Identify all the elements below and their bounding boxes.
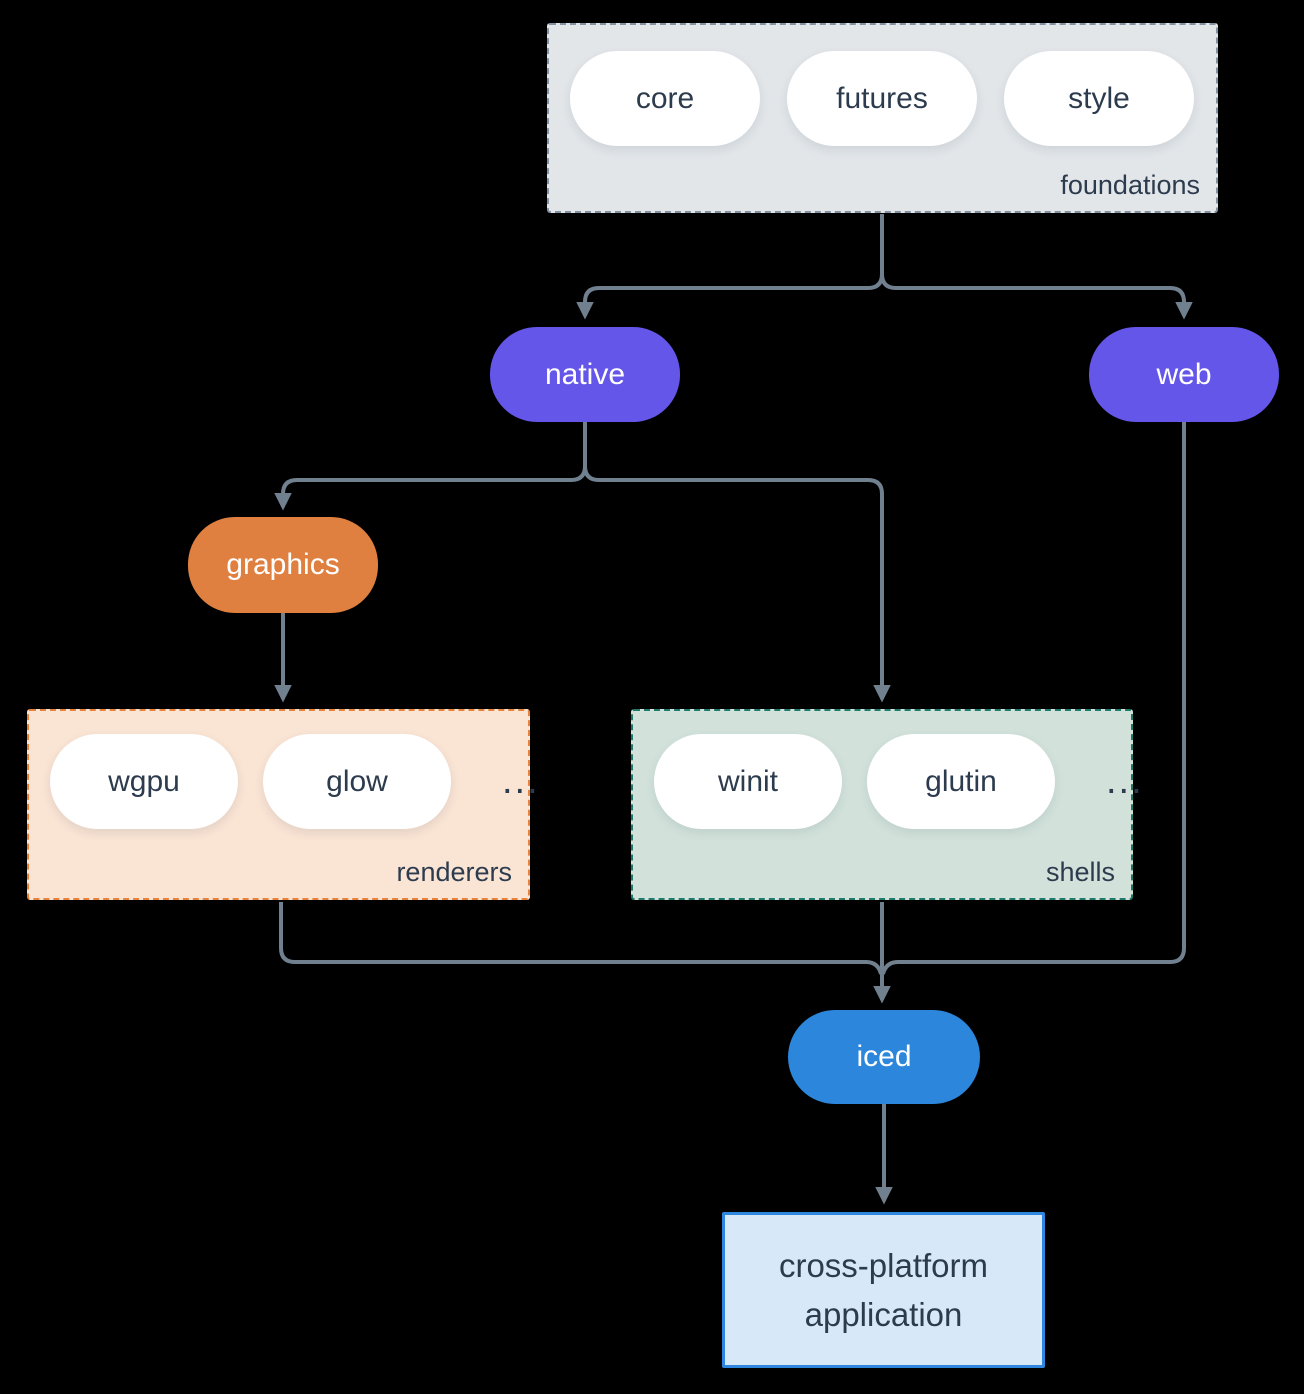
edge-renderers-merge (279, 902, 883, 975)
web-node: web (1089, 327, 1279, 422)
foundations-label: foundations (1060, 170, 1200, 200)
edge-foundations-web (880, 214, 1193, 320)
pill-glow: glow (263, 734, 451, 829)
shells-ellipsis: ... (1106, 760, 1144, 802)
edge-foundations-native (576, 214, 884, 320)
foundations-group: core futures style foundations (547, 23, 1218, 213)
iced-node: iced (788, 1010, 980, 1104)
renderers-ellipsis: ... (502, 760, 540, 802)
shells-group: winit glutin ... shells (631, 709, 1142, 900)
edge-native-graphics (274, 422, 587, 511)
pill-futures: futures (787, 51, 977, 146)
pill-style: style (1004, 51, 1194, 146)
graphics-node: graphics (188, 517, 378, 613)
pill-winit: winit (654, 734, 842, 829)
foundations-pills: core futures style (549, 25, 1216, 146)
edge-native-shells (583, 422, 891, 703)
renderers-label: renderers (396, 857, 512, 887)
renderers-group: wgpu glow ... renderers (27, 709, 538, 900)
renderers-pills: wgpu glow ... (29, 711, 538, 829)
shells-label: shells (1045, 857, 1115, 887)
application-box: cross-platform application (722, 1212, 1045, 1368)
edge-web-merge (881, 422, 1186, 975)
pill-core: core (570, 51, 760, 146)
native-node: native (490, 327, 680, 422)
pill-wgpu: wgpu (50, 734, 238, 829)
pill-glutin: glutin (867, 734, 1055, 829)
application-label: cross-platform application (778, 1246, 989, 1334)
shells-pills: winit glutin ... (633, 711, 1142, 829)
